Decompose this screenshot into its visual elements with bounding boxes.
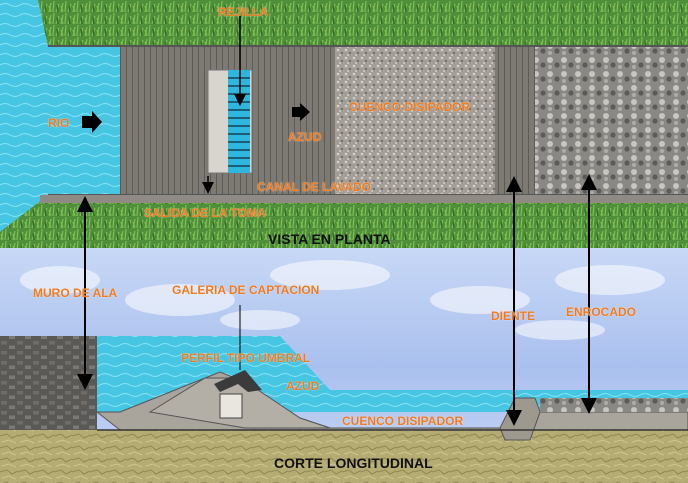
label-rio: RIO xyxy=(48,116,70,130)
label-azud-section: AZUD xyxy=(286,379,320,393)
label-galeria-de-captacion: GALERIA DE CAPTACION xyxy=(172,283,320,297)
label-diente: DIENTE xyxy=(491,309,536,323)
label-enrocado: ENROCADO xyxy=(566,305,637,319)
label-azud-plan: AZUD xyxy=(288,130,322,144)
label-perfil-tipo-umbral: PERFIL TIPO UMBRAL xyxy=(181,351,311,365)
label-cuenco-disipador-section: CUENCO DISIPADOR xyxy=(342,414,464,428)
label-rejilla: REJILLA xyxy=(218,5,269,19)
title-corte-longitudinal: CORTE LONGITUDINAL xyxy=(274,455,433,471)
title-vista-en-planta: VISTA EN PLANTA xyxy=(268,231,391,247)
label-muro-de-ala: MURO DE ALA xyxy=(33,286,118,300)
label-salida-de-la-toma: SALIDA DE LA TOMA xyxy=(144,206,266,220)
label-canal-de-lavado: CANAL DE LAVADO xyxy=(257,180,371,194)
label-cuenco-disipador-plan: CUENCO DISIPADOR xyxy=(349,100,471,114)
